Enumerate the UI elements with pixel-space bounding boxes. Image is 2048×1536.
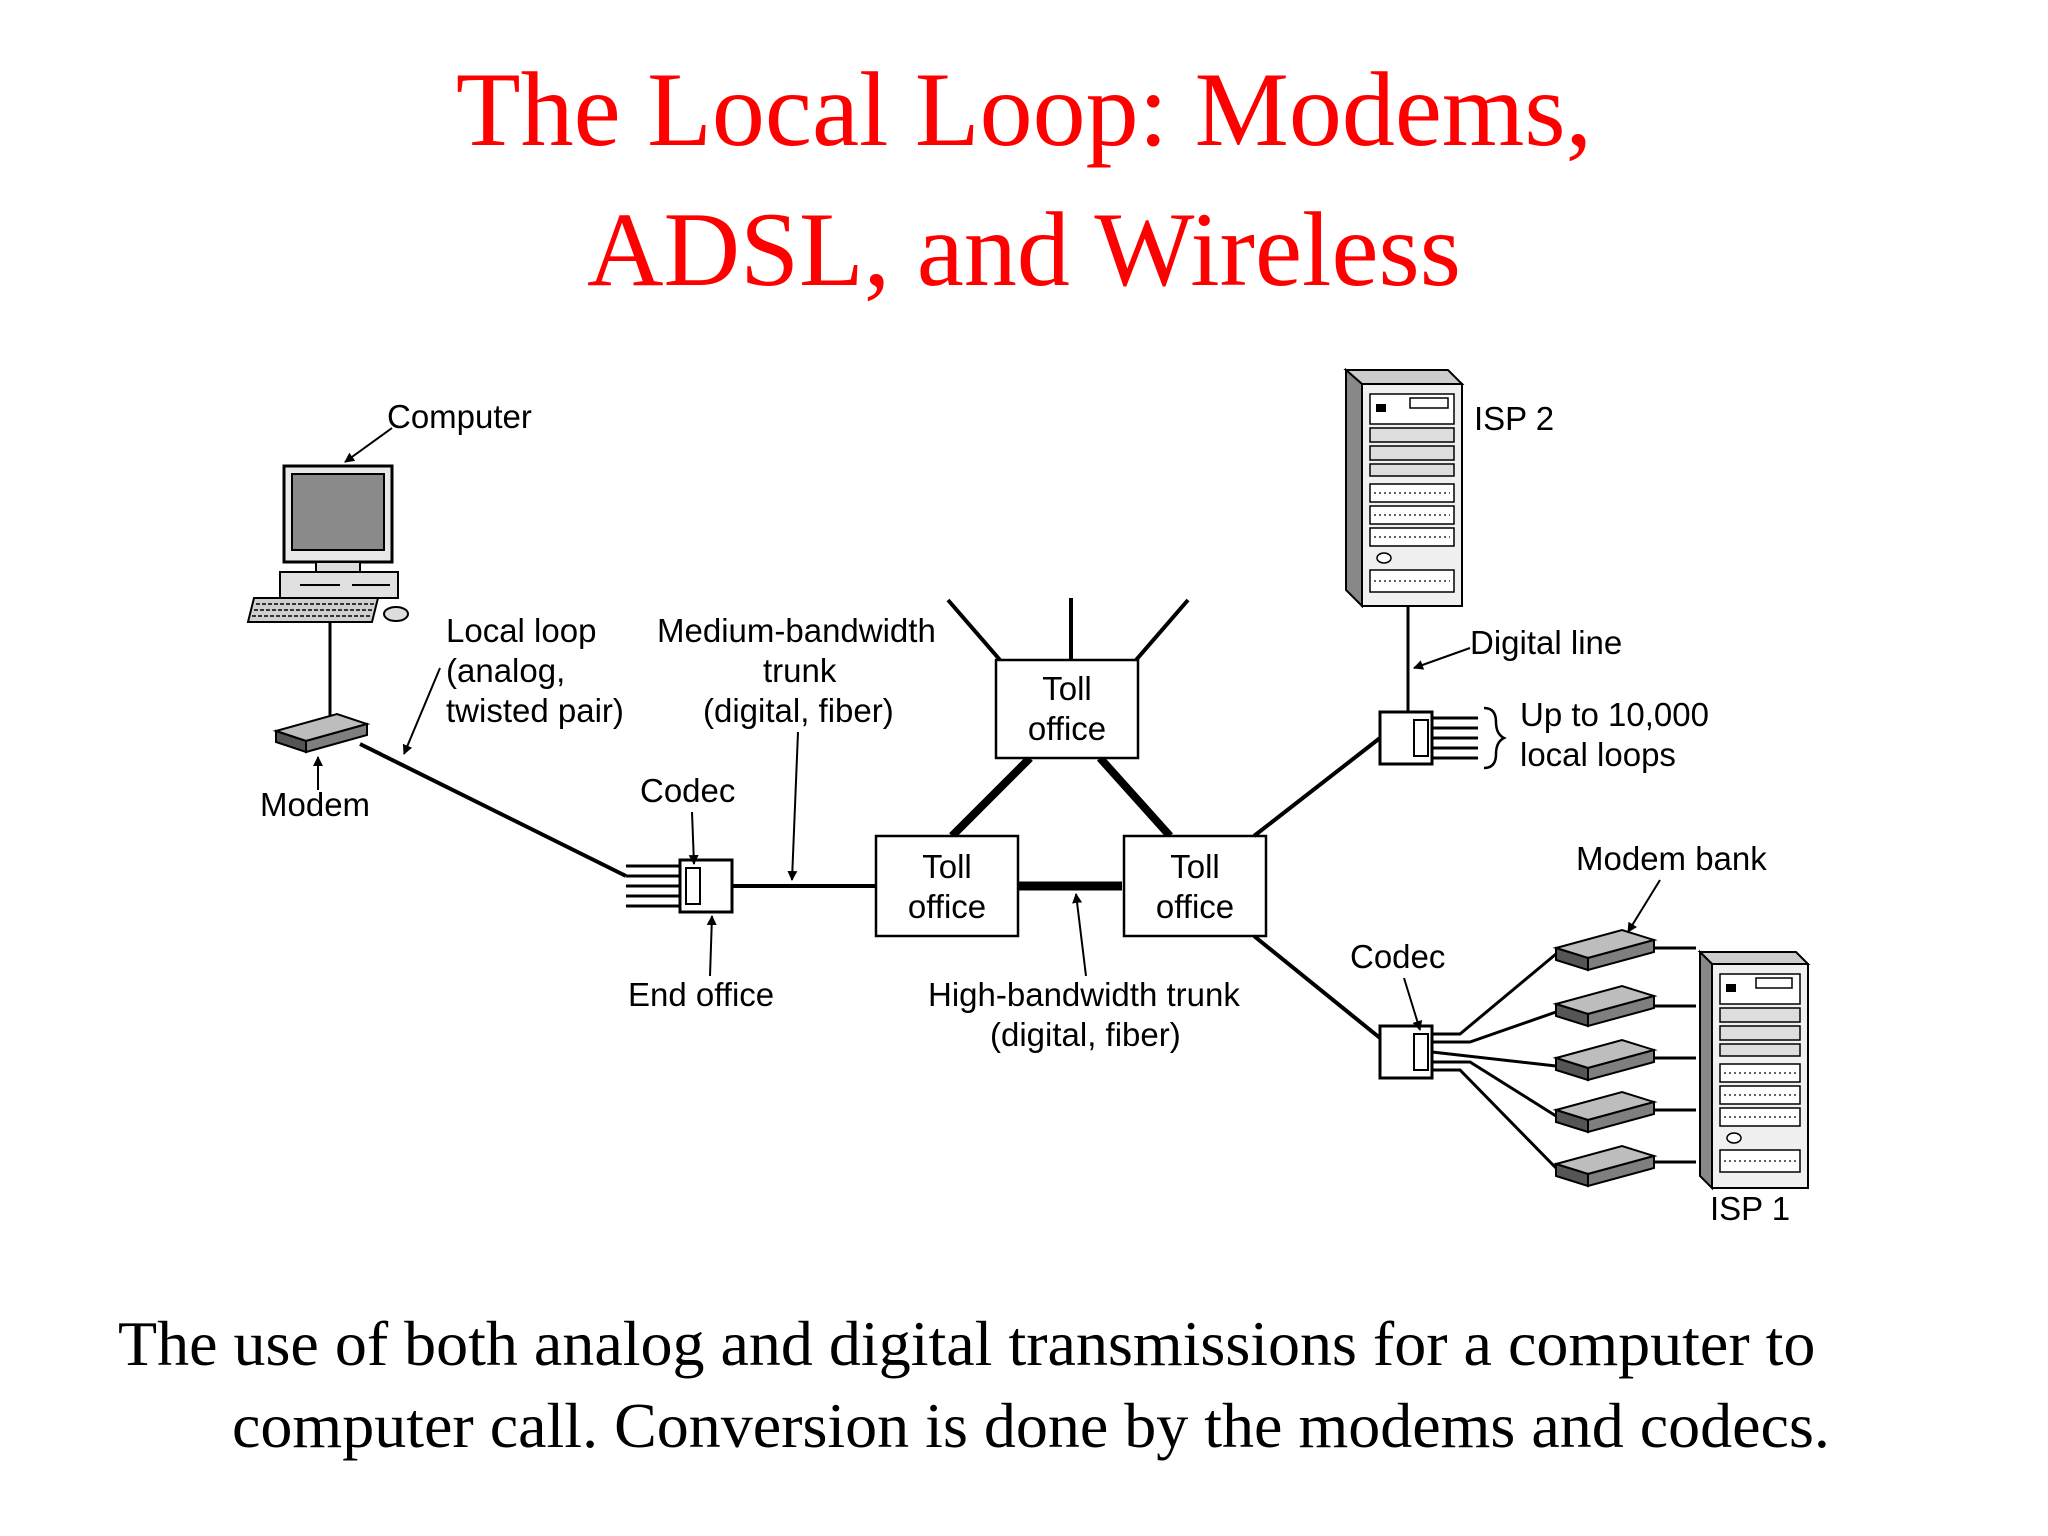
isp1-label: ISP 1 [1710, 1190, 1790, 1227]
slide-title: The Local Loop: Modems, ADSL, and Wirele… [0, 40, 2048, 320]
codec-right-arrow [1403, 977, 1423, 1031]
toll-office-top-label-1: Toll [1042, 670, 1092, 707]
title-line-1: The Local Loop: Modems, [455, 51, 1593, 168]
isp2-label: ISP 2 [1474, 400, 1554, 437]
codec-right-label: Codec [1350, 938, 1445, 975]
computer-arrow [344, 427, 393, 463]
high-trunk-arrow [1072, 893, 1087, 977]
toll-office-left: Toll office [874, 834, 1020, 938]
up-to-label-2: local loops [1520, 736, 1676, 773]
toll-to-isp1-line [1252, 934, 1382, 1040]
trunk-top-right [1097, 755, 1173, 839]
caption-line-1: The use of both analog and digital trans… [118, 1308, 1816, 1379]
caption-line-2: computer call. Conversion is done by the… [232, 1390, 1830, 1461]
toll-office-top: Toll office [994, 658, 1140, 760]
toll-office-left-label-1: Toll [922, 848, 972, 885]
local-loop-label-3: twisted pair) [446, 692, 624, 729]
trunk-out-3 [1134, 598, 1190, 662]
modem-bank-to-isp1-lines [1650, 946, 1696, 1164]
isp2-codec-icon [1378, 710, 1478, 766]
medium-trunk-arrow [787, 731, 799, 881]
toll-office-right: Toll office [1122, 834, 1268, 938]
codec-left-label: Codec [640, 772, 735, 809]
medium-trunk-label-2: trunk [763, 652, 837, 689]
digital-line-arrow [1413, 647, 1471, 670]
computer-label: Computer [387, 398, 532, 435]
toll-office-right-label-1: Toll [1170, 848, 1220, 885]
computer-icon [246, 464, 409, 623]
up-to-label-1: Up to 10,000 [1520, 696, 1709, 733]
local-loop-arrow [402, 667, 441, 755]
modem-icon [272, 712, 371, 754]
end-office-label: End office [628, 976, 774, 1013]
local-loops-brace [1483, 706, 1507, 770]
local-loop-line [359, 742, 627, 878]
isp2-server-icon [1343, 367, 1465, 609]
isp1-codec-icon [1378, 1024, 1434, 1080]
high-trunk-label-1: High-bandwidth trunk [928, 976, 1240, 1013]
end-office-arrow [706, 915, 717, 977]
modem-bank-icon [1552, 928, 1658, 1188]
title-line-2: ADSL, and Wireless [586, 191, 1462, 308]
medium-trunk-label-3: (digital, fiber) [703, 692, 894, 729]
local-loop-label-2: (analog, [446, 652, 565, 689]
modem-bank-lines [1431, 952, 1558, 1170]
codec-left-arrow [688, 811, 699, 865]
toll-office-right-label-2: office [1156, 888, 1234, 925]
high-trunk-label-2: (digital, fiber) [990, 1016, 1181, 1053]
isp1-server-icon [1697, 949, 1811, 1191]
toll-office-top-label-2: office [1028, 710, 1106, 747]
trunk-out-1 [946, 598, 1002, 662]
toll-to-isp2-line [1252, 736, 1382, 838]
toll-office-left-label-2: office [908, 888, 986, 925]
modem-label: Modem [260, 786, 370, 823]
trunk-top-left [949, 755, 1033, 839]
end-office-codec-icon [626, 858, 734, 914]
digital-line-label: Digital line [1470, 624, 1622, 661]
local-loop-label-1: Local loop [446, 612, 596, 649]
modem-bank-label: Modem bank [1576, 840, 1767, 877]
modem-bank-arrow [1627, 879, 1661, 933]
medium-trunk-label-1: Medium-bandwidth [657, 612, 936, 649]
